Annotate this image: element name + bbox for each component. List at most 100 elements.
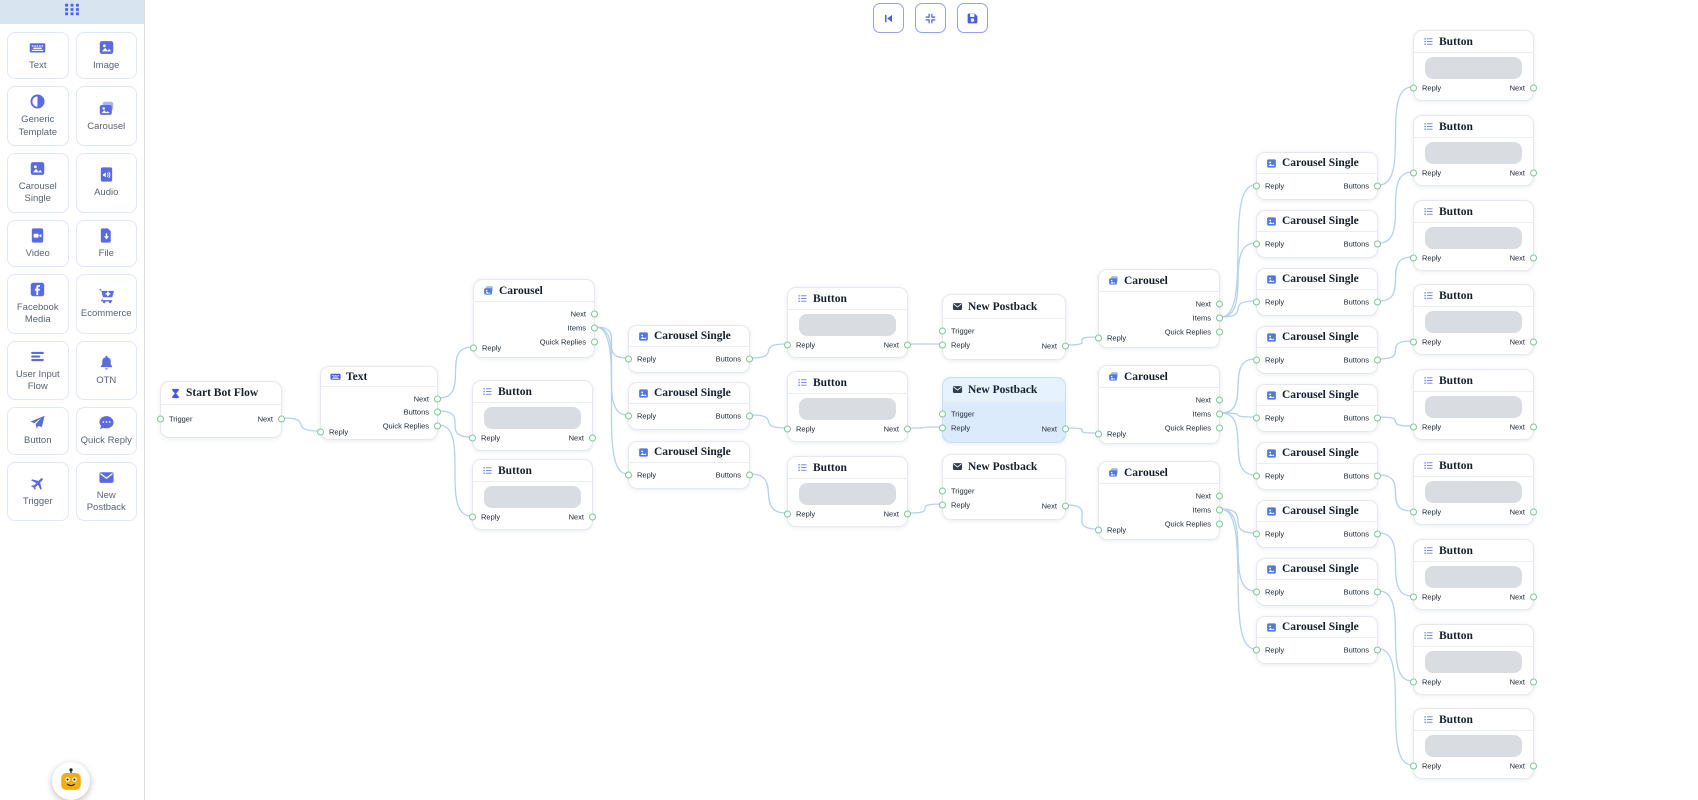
port-next[interactable]: Next <box>1510 593 1537 602</box>
port-next[interactable]: Next <box>1510 508 1537 517</box>
sidebar-item-carousel-single[interactable]: Carousel Single <box>7 153 69 213</box>
port-trigger[interactable]: Trigger <box>939 410 974 419</box>
port-handle[interactable] <box>434 395 441 403</box>
port-items[interactable]: Items <box>1193 410 1223 419</box>
port-handle[interactable] <box>746 355 753 363</box>
port-quick-replies[interactable]: Quick Replies <box>1165 424 1223 433</box>
port-reply[interactable]: Reply <box>1253 472 1284 481</box>
port-reply[interactable]: Reply <box>1253 588 1284 597</box>
port-handle[interactable] <box>1253 646 1260 654</box>
port-handle[interactable] <box>1410 169 1417 177</box>
port-handle[interactable] <box>939 424 946 432</box>
sidebar-item-file[interactable]: File <box>75 219 137 268</box>
port-buttons[interactable]: Buttons <box>716 471 753 480</box>
port-reply[interactable]: Reply <box>1253 530 1284 539</box>
port-handle[interactable] <box>1410 84 1417 92</box>
port-reply[interactable]: Reply <box>784 510 815 519</box>
port-handle[interactable] <box>470 344 477 352</box>
port-handle[interactable] <box>1062 502 1069 510</box>
port-handle[interactable] <box>1216 410 1223 418</box>
save-button[interactable] <box>957 3 988 33</box>
port-handle[interactable] <box>1374 240 1381 248</box>
port-handle[interactable] <box>434 422 441 430</box>
sidebar-item-ecommerce[interactable]: Ecommerce <box>75 274 137 334</box>
port-buttons[interactable]: Buttons <box>1344 414 1381 423</box>
port-handle[interactable] <box>1530 593 1537 601</box>
sidebar-item-new-postback[interactable]: New Postback <box>75 461 137 522</box>
port-next[interactable]: Next <box>1042 425 1069 434</box>
sidebar-item-quick-reply[interactable]: Quick Reply <box>75 407 137 455</box>
port-reply[interactable]: Reply <box>469 513 500 522</box>
sidebar-item-carousel[interactable]: Carousel <box>75 86 137 147</box>
port-handle[interactable] <box>939 327 946 335</box>
port-handle[interactable] <box>1095 334 1102 342</box>
port-handle[interactable] <box>784 510 791 518</box>
port-next[interactable]: Next <box>569 513 596 522</box>
port-reply[interactable]: Reply <box>317 428 348 437</box>
port-reply[interactable]: Reply <box>1253 240 1284 249</box>
port-reply[interactable]: Reply <box>1095 526 1126 535</box>
sidebar-item-generic-template[interactable]: Generic Template <box>7 86 69 147</box>
port-reply[interactable]: Reply <box>939 501 970 510</box>
sidebar-item-trigger[interactable]: Trigger <box>7 461 69 522</box>
port-quick-replies[interactable]: Quick Replies <box>383 422 441 431</box>
go-to-start-button[interactable] <box>873 3 904 33</box>
port-buttons[interactable]: Buttons <box>1344 298 1381 307</box>
port-handle[interactable] <box>904 510 911 518</box>
port-buttons[interactable]: Buttons <box>716 355 753 364</box>
port-handle[interactable] <box>1530 678 1537 686</box>
port-handle[interactable] <box>784 341 791 349</box>
port-quick-replies[interactable]: Quick Replies <box>1165 520 1223 529</box>
port-quick-replies[interactable]: Quick Replies <box>540 338 598 347</box>
port-handle[interactable] <box>1216 300 1223 308</box>
sidebar-item-video[interactable]: Video <box>7 219 69 268</box>
sidebar-item-facebook-media[interactable]: Facebook Media <box>7 274 69 334</box>
port-buttons[interactable]: Buttons <box>1344 530 1381 539</box>
port-next[interactable]: Next <box>1196 396 1223 405</box>
port-buttons[interactable]: Buttons <box>1344 240 1381 249</box>
port-buttons[interactable]: Buttons <box>1344 646 1381 655</box>
port-handle[interactable] <box>591 324 598 332</box>
port-next[interactable]: Next <box>1042 502 1069 511</box>
port-handle[interactable] <box>469 434 476 442</box>
port-reply[interactable]: Reply <box>1410 762 1441 771</box>
port-handle[interactable] <box>1095 430 1102 438</box>
port-handle[interactable] <box>1253 472 1260 480</box>
port-items[interactable]: Items <box>1193 314 1223 323</box>
port-reply[interactable]: Reply <box>470 344 501 353</box>
port-handle[interactable] <box>939 487 946 495</box>
port-reply[interactable]: Reply <box>1410 169 1441 178</box>
port-handle[interactable] <box>1374 472 1381 480</box>
port-next[interactable]: Next <box>884 510 911 519</box>
port-handle[interactable] <box>1410 508 1417 516</box>
port-trigger[interactable]: Trigger <box>939 327 974 336</box>
port-handle[interactable] <box>1410 338 1417 346</box>
port-handle[interactable] <box>1253 240 1260 248</box>
port-handle[interactable] <box>1530 169 1537 177</box>
port-handle[interactable] <box>591 310 598 318</box>
sidebar-item-text[interactable]: Text <box>7 32 69 80</box>
port-buttons[interactable]: Buttons <box>1344 356 1381 365</box>
port-buttons[interactable]: Buttons <box>716 412 753 421</box>
port-reply[interactable]: Reply <box>939 341 970 350</box>
port-reply[interactable]: Reply <box>939 424 970 433</box>
port-handle[interactable] <box>1530 762 1537 770</box>
port-reply[interactable]: Reply <box>625 471 656 480</box>
fit-view-button[interactable] <box>915 3 946 33</box>
port-reply[interactable]: Reply <box>1410 678 1441 687</box>
